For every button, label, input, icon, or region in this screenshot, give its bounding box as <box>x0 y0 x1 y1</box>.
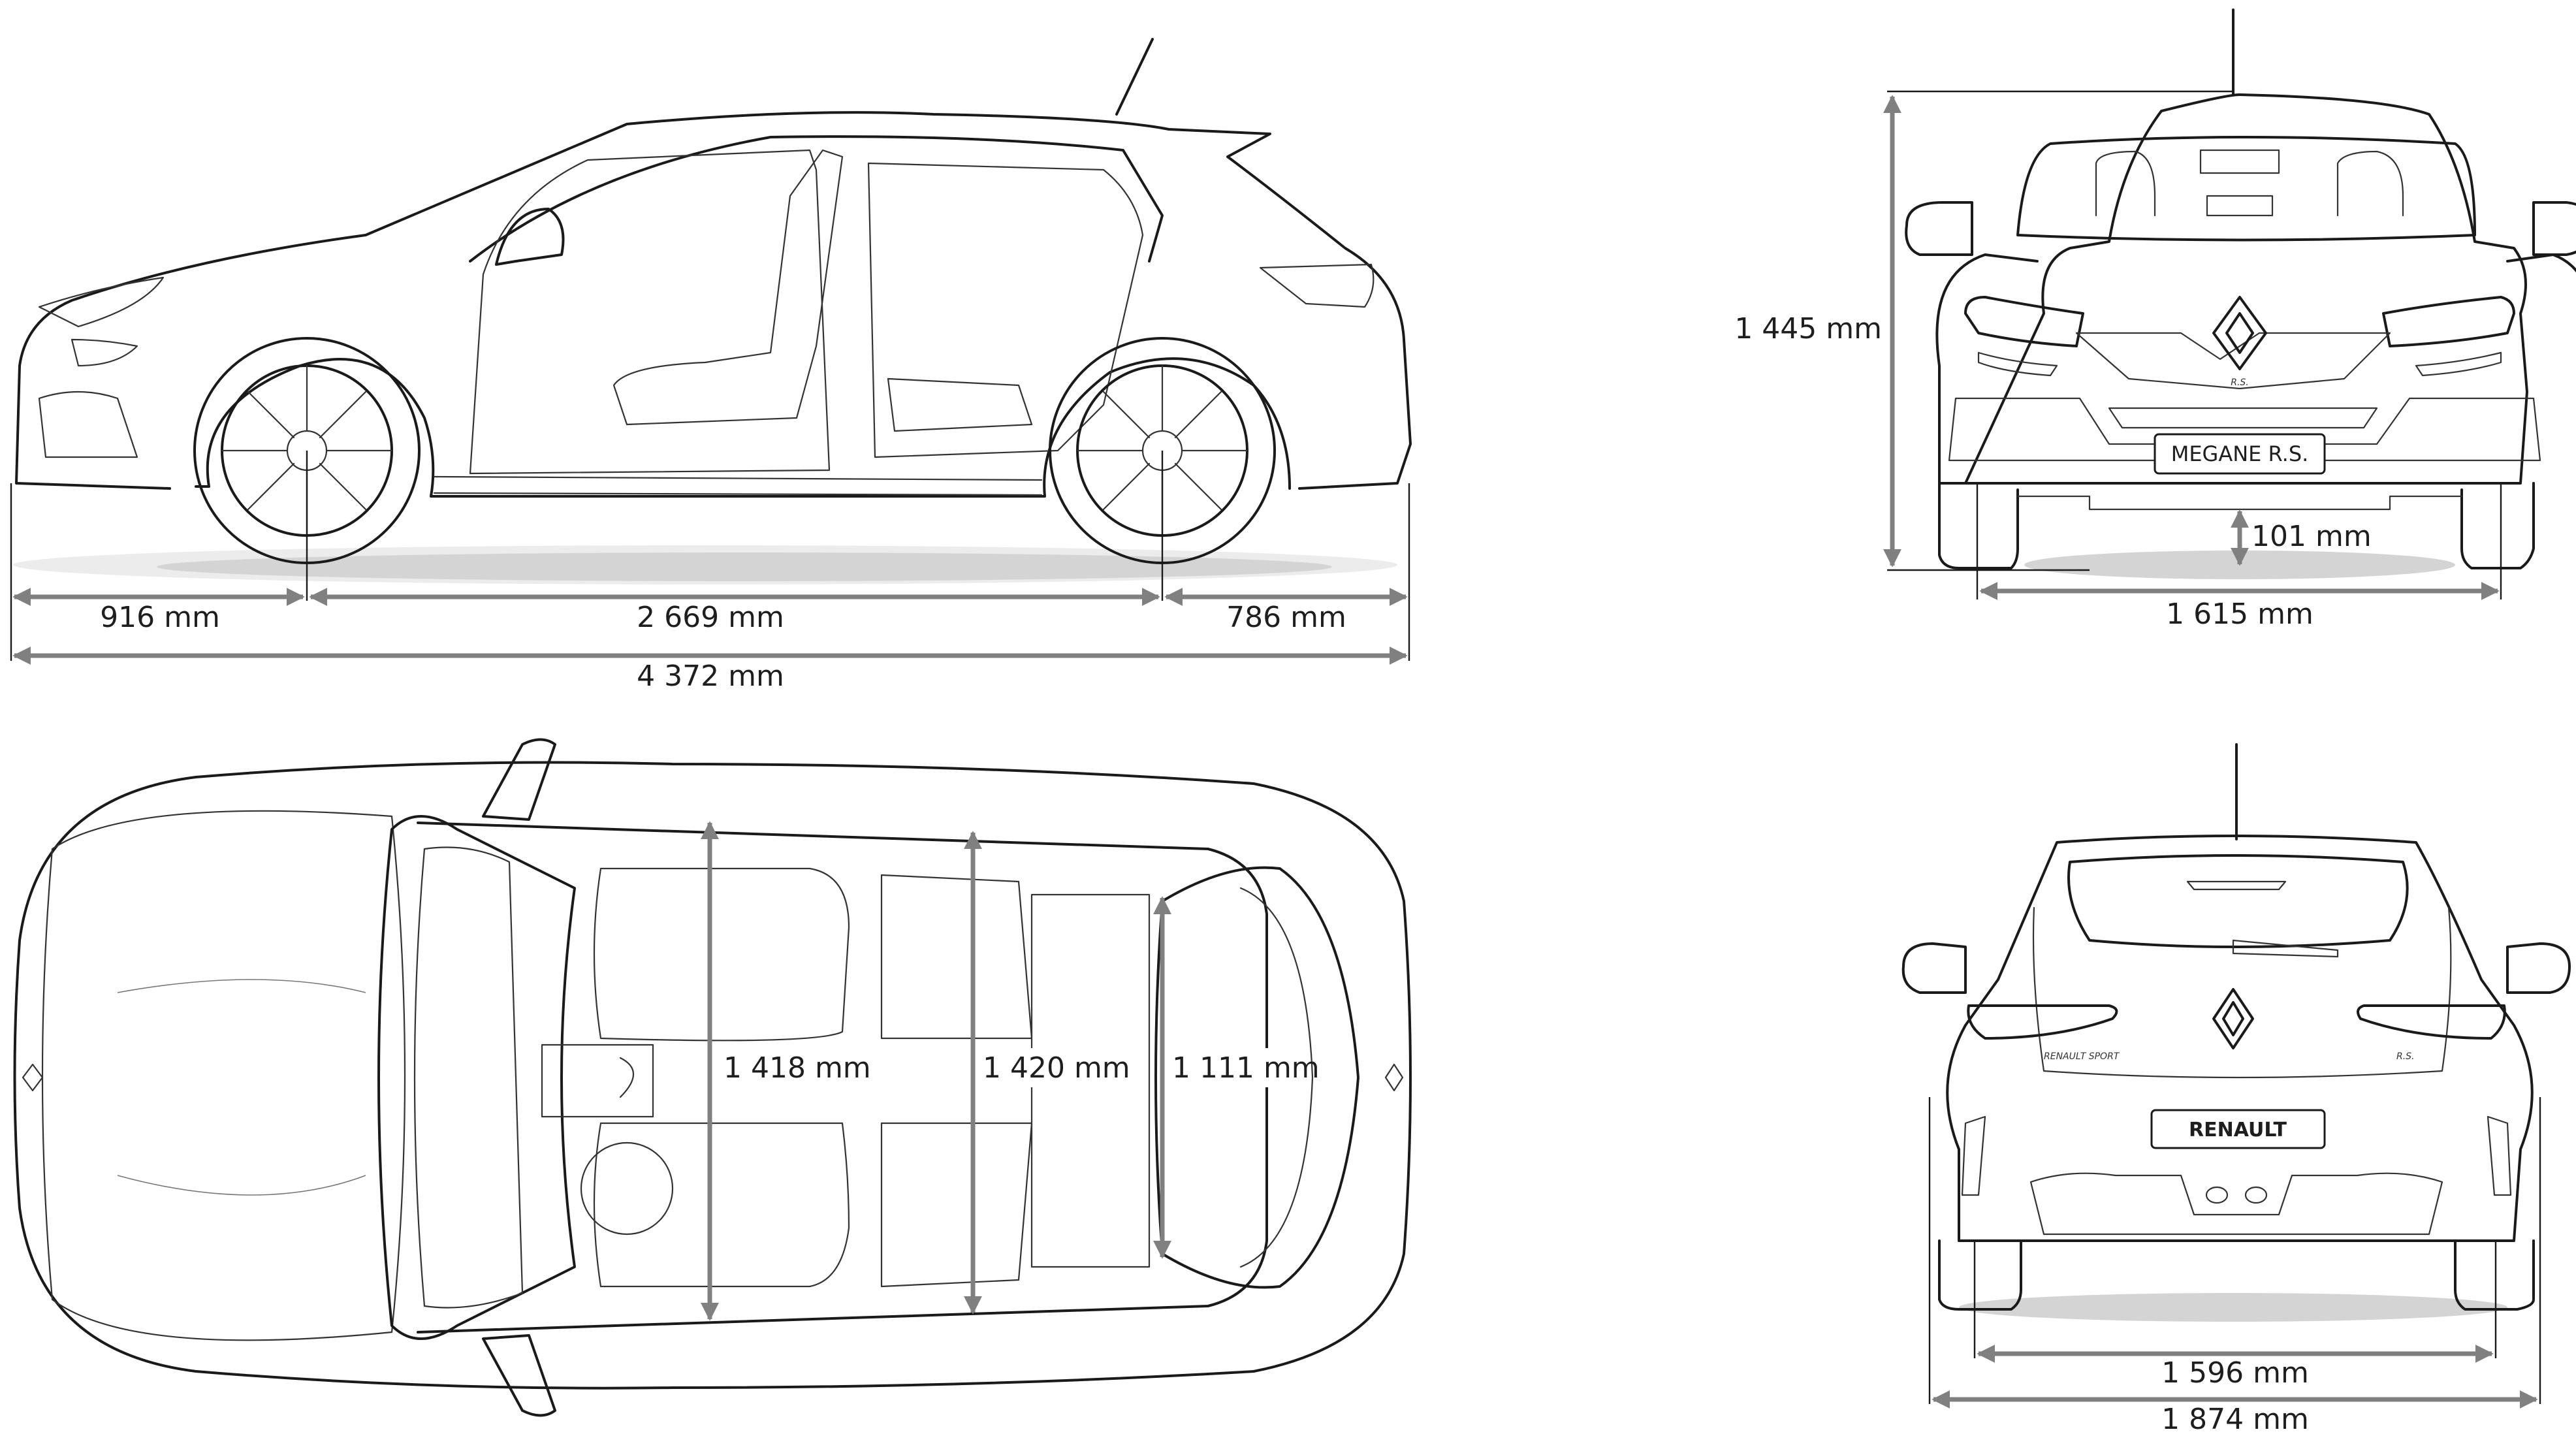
top-center-console <box>541 1044 654 1118</box>
front-underbody <box>2016 495 2463 511</box>
overall-length-label: 4 372 mm <box>637 660 784 693</box>
front-body-outline <box>1964 93 2528 485</box>
rear-right-taillight <box>2357 1004 2506 1040</box>
overall-width-label: 1 874 mm <box>2161 1403 2309 1436</box>
rear-right-tyre <box>2454 1239 2535 1311</box>
rear-window <box>2067 854 2409 948</box>
side-front-intake <box>38 391 138 458</box>
front-right-drl <box>2415 351 2502 377</box>
front-overhang-label: 916 mm <box>100 601 220 634</box>
front-view: R.S. MEGANE R.S. 1 445 mm 101 mm 1 615 m… <box>1734 8 2576 631</box>
front-upper-grille <box>2075 332 2391 390</box>
side-rear-door-open <box>867 162 1144 458</box>
side-front-door-open <box>469 149 831 475</box>
front-plate <box>2154 433 2326 475</box>
top-left-mirror <box>482 738 556 821</box>
side-ground-shadow-core <box>157 552 1332 581</box>
side-body-outline <box>15 111 1412 498</box>
top-rear-bench <box>1030 893 1151 1268</box>
front-lower-intake <box>1948 397 2541 462</box>
rear-wiper <box>2232 939 2339 958</box>
rear-overhang-label: 786 mm <box>1226 601 1346 634</box>
rear-badge-left: RENAULT SPORT <box>2044 1051 2120 1062</box>
top-rear-window <box>1239 887 1314 1268</box>
rear-left-reflector <box>1961 1115 1986 1196</box>
rear-right-reflector <box>2487 1115 2512 1196</box>
side-mirror <box>495 208 565 266</box>
side-sill <box>433 475 1043 496</box>
top-front-logo <box>22 1063 44 1092</box>
top-rear-logo <box>1384 1063 1404 1092</box>
top-rear-seat-right <box>880 1122 1033 1288</box>
front-right-headlight <box>2382 296 2515 347</box>
top-steering-wheel <box>580 1141 674 1236</box>
rear-exhaust-right <box>2244 1186 2268 1204</box>
ground-clearance-label: 101 mm <box>2251 520 2372 553</box>
front-renault-logo <box>2212 296 2267 370</box>
rear-left-tyre <box>1938 1239 2022 1311</box>
side-headlight <box>38 276 165 367</box>
top-view: 1 418 mm 1 420 mm 1 111 mm <box>13 738 1412 1417</box>
boot-width-label: 1 111 mm <box>1172 1051 1320 1085</box>
boot-width-label-bg <box>1169 1048 1293 1087</box>
rear-ground-shadow <box>1959 1293 2507 1322</box>
rear-renault-logo <box>2212 988 2254 1049</box>
rear-elbow-label-bg <box>979 1048 1117 1087</box>
top-windshield <box>377 815 576 1340</box>
rear-view: RENAULT SPORT R.S. RENAULT 1 596 mm 1 87… <box>1901 743 2571 1436</box>
side-taillight <box>1259 263 1375 308</box>
rear-diffuser <box>2029 1172 2443 1236</box>
front-right-mirror <box>2532 201 2576 256</box>
side-rear-seat <box>887 377 1033 432</box>
front-track-label: 1 615 mm <box>2166 598 2314 631</box>
rear-body-outline <box>1946 835 2534 1242</box>
front-left-drl <box>1977 351 2058 377</box>
top-hood <box>41 810 406 1341</box>
front-seats-through-glass <box>2095 149 2404 217</box>
rear-track-label: 1 596 mm <box>2161 1356 2309 1390</box>
top-front-seat-right <box>593 1122 850 1288</box>
rear-plate <box>2150 1109 2326 1149</box>
rear-plate-text: RENAULT <box>2189 1119 2287 1141</box>
front-windshield <box>2016 136 2476 242</box>
top-hood-creases <box>117 979 366 1196</box>
front-elbow-width-label: 1 418 mm <box>724 1051 871 1085</box>
front-left-mirror <box>1905 201 1973 256</box>
front-grille-badge: R.S. <box>2231 377 2249 388</box>
front-left-tyre <box>1938 482 2019 569</box>
top-rear-seat-left <box>880 874 1033 1040</box>
top-dashboard <box>413 846 524 1309</box>
side-window <box>469 135 1164 263</box>
side-antenna <box>1115 38 1154 116</box>
top-right-mirror <box>482 1334 556 1417</box>
rear-brake-light <box>2186 880 2287 891</box>
rear-hatch <box>2032 906 2452 1079</box>
overall-height-label: 1 445 mm <box>1734 312 1882 345</box>
rear-left-taillight <box>1967 1004 2118 1040</box>
front-center-intake <box>2108 407 2378 429</box>
front-right-tyre <box>2460 482 2535 569</box>
top-body-outline <box>13 761 1412 1390</box>
rear-exhaust-left <box>2205 1186 2229 1204</box>
front-plate-text: MEGANE R.S. <box>2171 441 2309 466</box>
front-left-headlight <box>1964 296 2084 347</box>
wheelbase-label: 2 669 mm <box>637 601 784 634</box>
rear-right-mirror <box>2506 942 2571 994</box>
rear-left-mirror <box>1901 942 1967 994</box>
rear-elbow-width-label: 1 420 mm <box>983 1051 1130 1085</box>
top-front-seat-left <box>593 867 850 1042</box>
side-front-seat <box>612 149 844 426</box>
rear-badge-right: R.S. <box>2396 1051 2415 1062</box>
side-view: 916 mm 2 669 mm 786 mm 4 372 mm <box>10 38 1412 693</box>
front-elbow-label-bg <box>722 1048 852 1087</box>
